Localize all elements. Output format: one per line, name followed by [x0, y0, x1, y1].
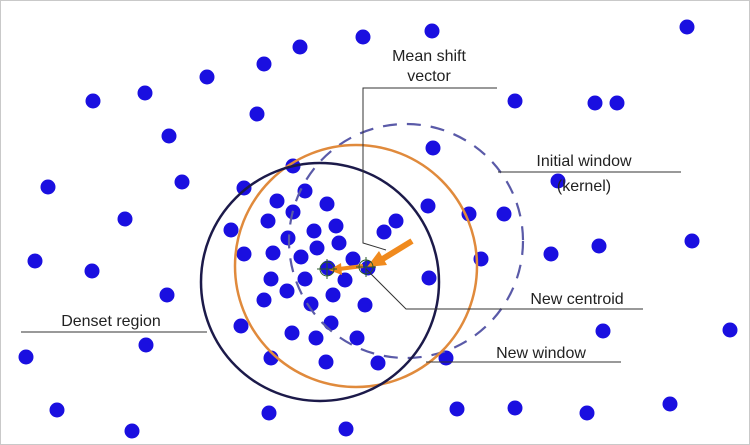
data-point — [684, 233, 700, 249]
data-point — [279, 283, 295, 299]
data-point — [292, 39, 308, 55]
initial-window-label-2: (kernel) — [557, 178, 611, 195]
data-point — [174, 174, 190, 190]
densest-region-label: Denset region — [61, 313, 161, 330]
data-point — [587, 95, 603, 111]
data-point — [349, 330, 365, 346]
data-point — [345, 251, 361, 267]
data-point — [388, 213, 404, 229]
data-point — [256, 292, 272, 308]
data-point — [323, 315, 339, 331]
data-point — [161, 128, 177, 144]
data-point — [199, 69, 215, 85]
data-point — [159, 287, 175, 303]
new-centroid-label: New centroid — [530, 291, 623, 308]
data-point — [236, 180, 252, 196]
data-point — [325, 287, 341, 303]
data-point — [261, 405, 277, 421]
mean-shift-label: Mean shift — [392, 48, 466, 65]
data-point — [591, 238, 607, 254]
data-point — [420, 198, 436, 214]
data-point — [308, 330, 324, 346]
data-point — [265, 245, 281, 261]
data-point — [370, 355, 386, 371]
data-point — [461, 206, 477, 222]
data-point — [424, 23, 440, 39]
data-point — [355, 29, 371, 45]
old-centroid-crosshair-icon — [317, 259, 337, 279]
data-point — [124, 423, 140, 439]
data-point — [223, 222, 239, 238]
data-point — [303, 296, 319, 312]
data-point — [376, 224, 392, 240]
data-point — [679, 19, 695, 35]
data-point — [338, 421, 354, 437]
data-point — [284, 325, 300, 341]
data-point — [507, 400, 523, 416]
data-point — [137, 85, 153, 101]
data-point — [84, 263, 100, 279]
data-point — [306, 223, 322, 239]
data-points — [18, 19, 738, 439]
mean-shift-label-2: vector — [407, 68, 451, 85]
data-point — [507, 93, 523, 109]
data-point — [609, 95, 625, 111]
mean-shift-leader-line — [362, 87, 497, 251]
data-point — [722, 322, 738, 338]
data-point — [256, 56, 272, 72]
data-point — [337, 272, 353, 288]
data-point — [421, 270, 437, 286]
data-point — [27, 253, 43, 269]
data-point — [318, 354, 334, 370]
data-point — [331, 235, 347, 251]
new-window-label: New window — [496, 345, 586, 362]
data-point — [425, 140, 441, 156]
densest-region-circle — [199, 161, 441, 403]
data-point — [449, 401, 465, 417]
new-window-circle — [233, 143, 479, 389]
data-point — [117, 211, 133, 227]
data-point — [297, 183, 313, 199]
data-point — [328, 218, 344, 234]
data-point — [233, 318, 249, 334]
data-point — [297, 271, 313, 287]
data-point — [138, 337, 154, 353]
data-point — [496, 206, 512, 222]
initial-window-label: Initial window — [536, 153, 632, 170]
new-centroid-crosshair-icon — [356, 257, 376, 277]
data-point — [49, 402, 65, 418]
data-point — [579, 405, 595, 421]
data-point — [319, 196, 335, 212]
data-point — [40, 179, 56, 195]
new-centroid-leader-line — [365, 268, 643, 310]
data-point — [662, 396, 678, 412]
data-point — [543, 246, 559, 262]
data-point — [550, 173, 566, 189]
data-point — [249, 106, 265, 122]
data-point — [595, 323, 611, 339]
data-point — [357, 297, 373, 313]
data-point — [263, 271, 279, 287]
data-point — [269, 193, 285, 209]
data-point — [85, 93, 101, 109]
data-point — [309, 240, 325, 256]
initial-window-circle — [287, 122, 525, 360]
data-point — [236, 246, 252, 262]
data-point — [293, 249, 309, 265]
data-point — [18, 349, 34, 365]
data-point — [260, 213, 276, 229]
